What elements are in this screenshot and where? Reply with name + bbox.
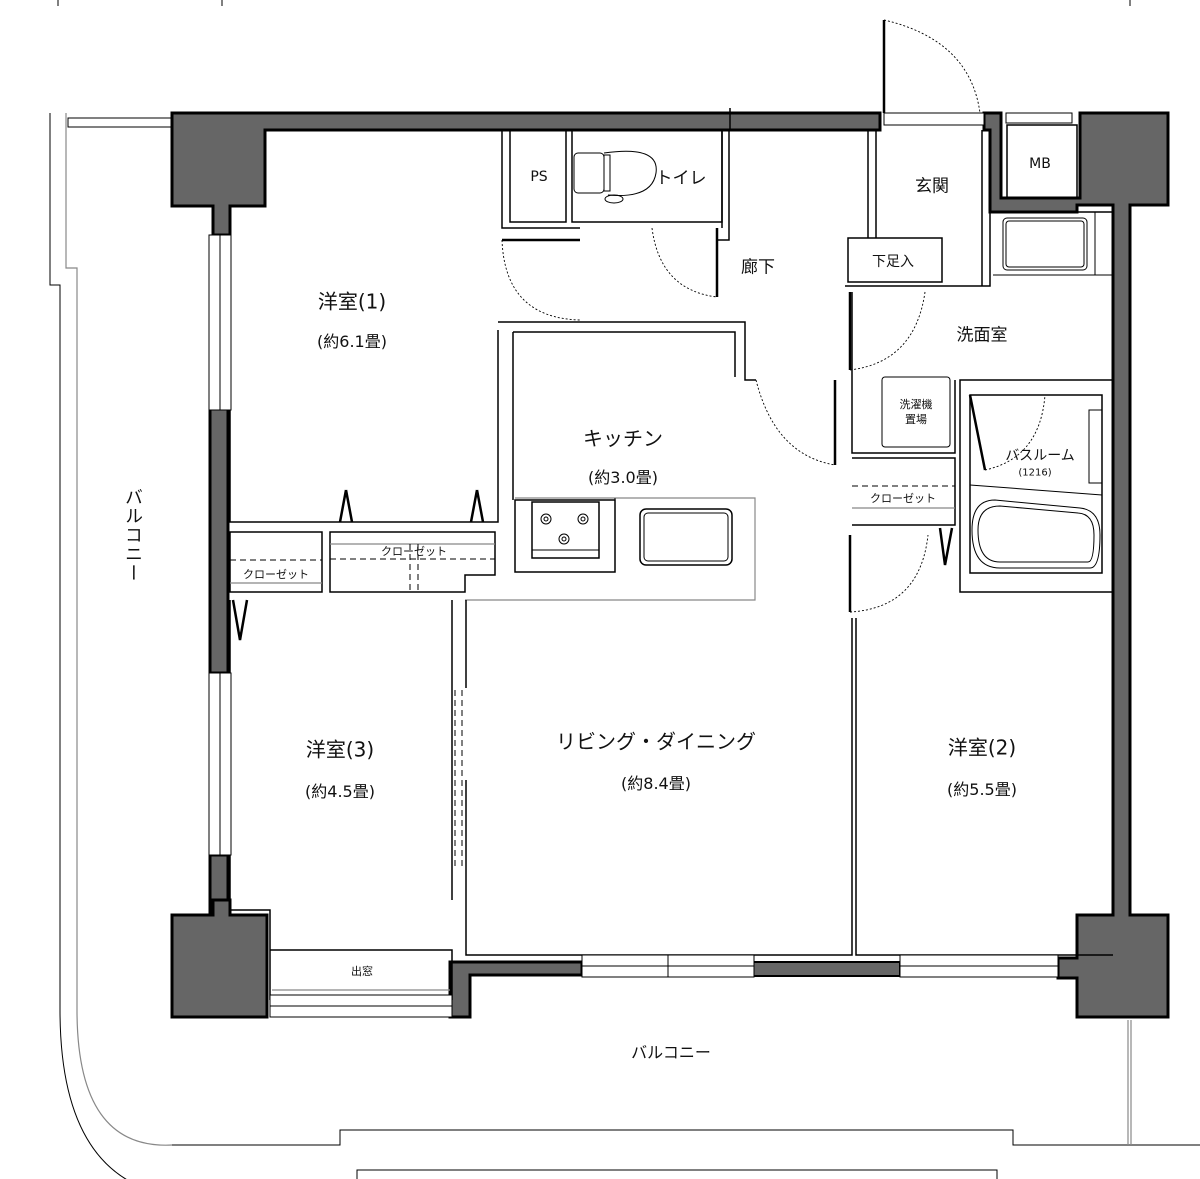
room-area-western3: (約4.5畳) [305, 782, 375, 801]
room-label-closet-western3: クローゼット [243, 568, 309, 581]
room-area-living: (約8.4畳) [621, 774, 691, 793]
room-area-western1: (約6.1畳) [317, 332, 387, 351]
room-label-entrance: 玄関 [915, 176, 949, 197]
room-label-washroom: 洗面室 [956, 325, 1008, 346]
dimension-ticks [57, 0, 1131, 6]
mb-box [1006, 124, 1078, 199]
room-label-western2: 洋室(2) [947, 735, 1017, 760]
room-label-kitchen: キッチン [583, 426, 663, 451]
room-label-bay-window: 出窓 [351, 965, 373, 978]
room-label-shoe-storage: 下足入 [872, 254, 914, 270]
room-label-mb: MB [1029, 156, 1051, 172]
interior-walls [229, 108, 1114, 1000]
room-label-washer-line1: 洗濯機 [899, 398, 933, 411]
room-label-western1: 洋室(1) [317, 289, 387, 314]
door-swings [231, 19, 1046, 641]
toilet-fixture-icon [573, 150, 657, 204]
stove-burners-icon [540, 513, 589, 545]
room-label-balcony-west: バルコニー [122, 487, 143, 583]
room-label-ps: PS [530, 169, 548, 185]
room-area-western2: (約5.5畳) [947, 780, 1017, 799]
room-label-living: リビング・ダイニング [556, 729, 756, 754]
room-label-balcony-south: バルコニー [631, 1043, 711, 1062]
room-label-toilet: トイレ [655, 168, 707, 189]
room-label-closet-western2: クローゼット [870, 492, 936, 505]
room-label-hallway: 廊下 [741, 257, 775, 278]
room-label-western3: 洋室(3) [305, 737, 375, 762]
room-label-washer-line2: 置場 [905, 413, 927, 426]
room-label-closet-western1: クローゼット [381, 545, 447, 558]
room-area-kitchen: (約3.0畳) [588, 468, 658, 487]
room-label-bathroom: バスルーム [1005, 448, 1075, 464]
windows [208, 112, 1073, 1018]
room-label-bathroom-size: (1216) [1018, 467, 1052, 479]
